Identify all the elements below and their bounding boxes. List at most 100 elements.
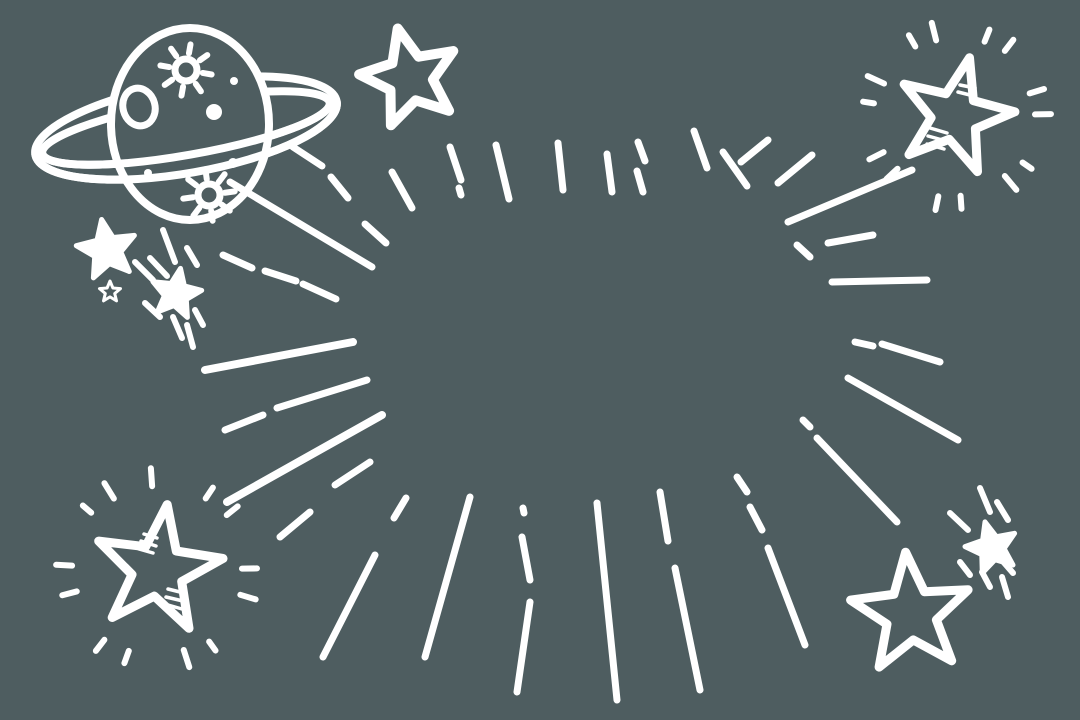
sun-core — [194, 180, 224, 210]
burst-ray — [737, 136, 772, 166]
burst-ray — [603, 150, 616, 196]
sparkle-dash — [981, 26, 993, 45]
star-hatch-stroke — [139, 539, 158, 548]
sparkle-dash — [1001, 36, 1017, 54]
sparkle-dash — [121, 647, 132, 667]
star-hatch-stroke — [956, 90, 976, 98]
sparkle-dash — [860, 98, 877, 107]
sparkle-ray — [160, 227, 178, 265]
planet-ring-front — [31, 97, 341, 184]
star-outline-top-right — [899, 53, 1020, 177]
burst-ray — [455, 184, 465, 199]
star-hatch-stroke — [137, 547, 155, 555]
burst-ray — [824, 231, 877, 247]
star-outline-bottom-right — [846, 547, 973, 672]
sun-petal — [215, 171, 228, 186]
burst-ray — [878, 340, 944, 366]
burst-ray — [519, 504, 528, 517]
sparkle-ray — [184, 245, 200, 268]
surface-dot — [228, 158, 238, 168]
sparkle-ray — [170, 314, 185, 341]
burst-ray — [219, 251, 256, 272]
sparkle-dash — [202, 484, 216, 502]
star-hatch-stroke — [925, 142, 946, 151]
sun-petal — [178, 83, 187, 99]
burst-ray — [261, 267, 300, 285]
bottom-right-sparkle-star-rays — [947, 485, 1016, 600]
burst-ray — [221, 411, 267, 434]
ring-front-outer — [31, 97, 341, 184]
ring-front-inner — [38, 98, 334, 169]
burst-ray — [634, 138, 649, 165]
sun-petal — [157, 62, 173, 71]
sparkle-dash — [206, 638, 219, 654]
sunburst-rays — [201, 127, 962, 704]
ring-tail-line — [289, 143, 326, 170]
burst-ray — [319, 551, 379, 661]
star-filled-left — [73, 217, 137, 281]
burst-ray — [276, 508, 314, 541]
burst-ray — [851, 338, 877, 350]
burst-ray — [201, 338, 357, 374]
sun-petal — [199, 69, 215, 78]
sparkle-dash — [92, 636, 108, 654]
crater-icon — [119, 84, 159, 130]
sparkle-ray — [999, 574, 1011, 600]
burst-ray — [828, 276, 931, 286]
burst-ray — [633, 167, 647, 196]
star-hatch-stroke — [928, 126, 949, 135]
burst-ray — [223, 411, 386, 506]
star-outline-left-tiny — [98, 279, 122, 303]
sparkle-dash — [1019, 159, 1035, 172]
burst-ray — [690, 127, 711, 172]
burst-ray — [793, 241, 814, 261]
sun-petal — [185, 41, 194, 57]
sparkle-ray — [994, 499, 1011, 523]
burst-ray — [361, 220, 390, 247]
star-filled-left-sparkle — [150, 265, 205, 320]
burst-ray — [799, 416, 814, 431]
star-icon — [150, 265, 205, 320]
burst-ray — [784, 166, 916, 226]
star-hatch-stroke — [958, 83, 977, 90]
star-icon — [846, 547, 973, 672]
sparkle-ray — [977, 485, 993, 515]
sun-petal — [185, 176, 200, 189]
burst-ray — [733, 473, 751, 496]
burst-ray — [746, 503, 766, 534]
burst-ray — [593, 499, 621, 704]
burst-ray — [764, 544, 809, 649]
surface-dot — [144, 169, 152, 177]
burst-ray — [518, 533, 534, 584]
sparkle-dash — [59, 588, 80, 599]
burst-ray — [421, 493, 474, 661]
burst-ray — [299, 280, 340, 303]
star-hatch-stroke — [166, 587, 186, 595]
sparkle-dash — [180, 646, 193, 671]
burst-ray — [513, 598, 534, 696]
sparkle-dash — [866, 149, 887, 163]
burst-ray — [273, 376, 371, 412]
burst-ray — [813, 434, 901, 526]
crater-outline — [119, 84, 159, 130]
star-hatch-stroke — [166, 603, 184, 611]
sparkle-dash — [101, 480, 117, 502]
sun-doodle-icon — [157, 41, 215, 99]
sun-petal — [168, 45, 180, 60]
burst-ray — [390, 494, 410, 522]
sparkle-ray — [947, 510, 971, 533]
burst-ray — [331, 458, 374, 489]
sparkle-dash — [932, 193, 942, 214]
sun-petal — [202, 166, 210, 183]
burst-ray — [446, 143, 465, 184]
sparkle-ring-bottom-left — [53, 465, 260, 671]
sparkle-dash — [905, 32, 919, 50]
burst-ray — [774, 151, 816, 187]
burst-ray — [719, 148, 751, 190]
sparkle-dash — [883, 165, 901, 182]
sun-petal — [161, 76, 176, 88]
burst-ray — [844, 374, 962, 444]
sun-core — [171, 55, 201, 85]
sparkle-dash — [1001, 173, 1020, 193]
sparkle-ray — [184, 322, 196, 350]
